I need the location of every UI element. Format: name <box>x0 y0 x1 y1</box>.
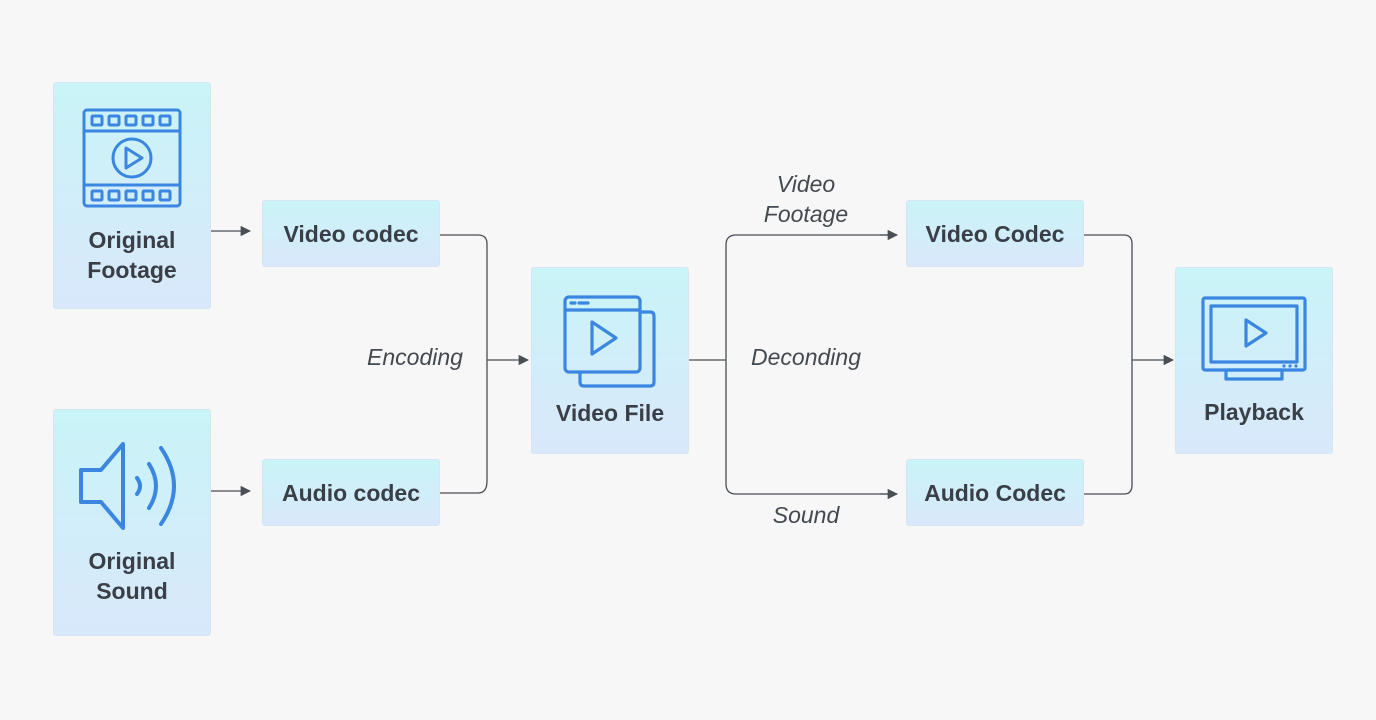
node-label: Video Codec <box>925 220 1065 247</box>
speaker-icon <box>79 441 176 530</box>
node-video-codec-in: Video codec <box>262 200 440 267</box>
edge-label-decoding: Deconding <box>751 344 861 370</box>
node-playback: Playback <box>1175 267 1333 454</box>
node-label: Original Footage <box>87 226 177 283</box>
film-play-icon <box>82 108 182 207</box>
node-audio-codec-out: Audio Codec <box>906 459 1084 526</box>
node-original-footage: Original Footage <box>53 82 211 309</box>
node-label: Playback <box>1204 398 1304 425</box>
node-label: Audio codec <box>281 479 420 506</box>
node-audio-codec-in: Audio codec <box>262 459 440 526</box>
edge-video-codec-merge <box>440 234 488 494</box>
edge-label-encoding: Encoding <box>367 344 463 370</box>
monitor-play-icon <box>1201 295 1307 381</box>
node-original-sound: Original Sound <box>53 409 211 636</box>
edge-split-video <box>725 234 897 495</box>
node-video-codec-out: Video Codec <box>906 200 1084 267</box>
node-label: Video File <box>555 399 665 426</box>
node-label: Original Sound <box>88 547 176 604</box>
node-video-file: Video File <box>531 267 689 454</box>
edge-out-codec-merge <box>1084 234 1133 495</box>
node-label: Video codec <box>283 220 419 247</box>
edge-label-sound: Sound <box>772 502 840 528</box>
edge-label-video-footage: Video Footage <box>763 171 849 227</box>
node-label: Audio Codec <box>924 479 1066 506</box>
video-files-icon <box>563 294 656 388</box>
